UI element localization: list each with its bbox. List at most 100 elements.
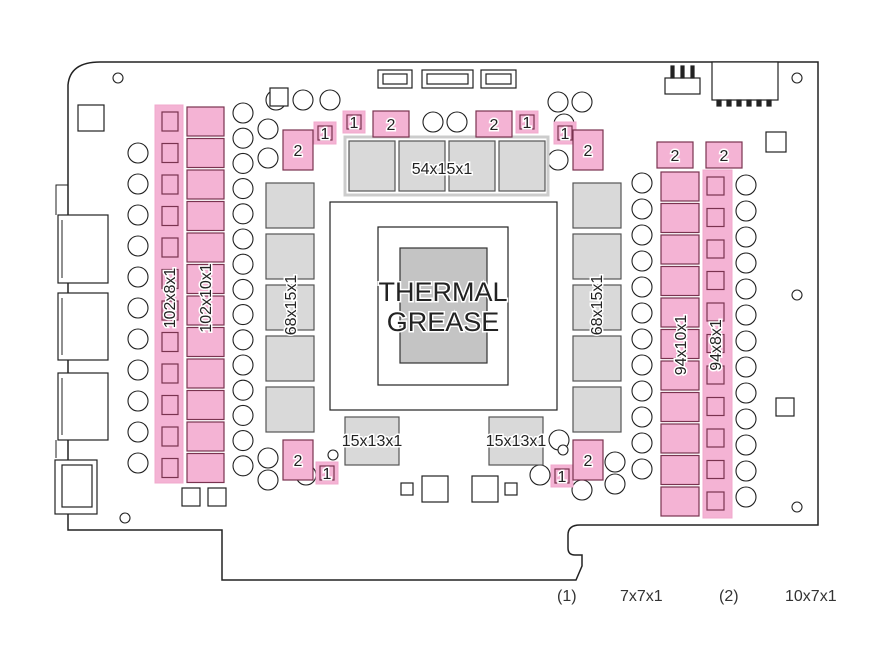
small-pad-label-1: 1 — [523, 115, 532, 132]
capacitor-circle — [232, 228, 254, 250]
component-square — [504, 482, 518, 496]
pad-8x-cell — [161, 268, 179, 290]
small-pad-label-2: 2 — [584, 453, 593, 470]
capacitor-circle — [257, 147, 279, 169]
hdmi-inner — [61, 464, 93, 508]
thermal-pad-54x15x1-segment — [348, 140, 396, 192]
capacitor-circle — [735, 460, 757, 482]
component-square — [269, 87, 289, 107]
pad-8x-cell — [161, 426, 179, 447]
thermal-pad-54x15x1-segment — [498, 140, 546, 192]
capacitor-circle — [604, 451, 626, 473]
pad-8x-cell — [706, 333, 725, 354]
pad-label-15x13x1-left: 15x13x1 — [342, 433, 403, 450]
thermal-pad-68x15x1-segment — [572, 233, 622, 280]
fan-header-inner — [485, 73, 512, 85]
small-pad-10x7x1 — [705, 141, 743, 169]
thermal-pad-15x13x1 — [344, 416, 400, 466]
capacitor-circle — [232, 354, 254, 376]
small-pad-label-2: 2 — [584, 143, 593, 160]
pad-8x-cell — [706, 176, 725, 196]
power-pin — [736, 99, 742, 107]
pad-10x-cell — [660, 234, 700, 265]
pad-8x-cell — [706, 270, 725, 291]
capacitor-circle — [232, 127, 254, 149]
component-square — [775, 397, 795, 417]
pad-label-15x13x1-right: 15x13x1 — [486, 433, 547, 450]
pad-8x-cell — [161, 142, 179, 164]
gpu-die-area: THERMAL GREASE — [329, 201, 558, 411]
rgb-pin — [690, 65, 695, 79]
capacitor-circle — [232, 455, 254, 477]
small-pad-7x7x1 — [554, 468, 570, 484]
fan-header-inner — [426, 73, 469, 85]
thermal-pad-68x15x1-segment — [572, 182, 622, 229]
thermal-pad-68x15x1-segment — [265, 233, 315, 280]
small-pad-10x7x1 — [282, 129, 314, 171]
thermal-pad-68x15x1-segment — [572, 284, 622, 331]
thermal-pad-15x13x1 — [488, 416, 544, 466]
component-square — [471, 475, 499, 503]
pad-8x-cell — [161, 457, 179, 479]
displayport-connector — [57, 214, 109, 284]
capacitor-circle — [735, 330, 757, 352]
capacitor-circle — [735, 200, 757, 222]
bracket-edge — [55, 184, 68, 458]
capacitor-circle — [735, 226, 757, 248]
pad-10x-cell — [660, 202, 700, 234]
small-pad-7x7x1 — [317, 125, 333, 141]
capacitor-circle — [631, 432, 653, 454]
thermal-pad-68x15x1-segment — [265, 335, 315, 382]
pad-10x-cell — [186, 106, 225, 137]
pad-10x-cell — [186, 326, 225, 358]
capacitor-circle — [127, 173, 149, 195]
capacitor-circle — [791, 289, 803, 301]
pad-8x-cell — [161, 205, 179, 227]
capacitor-circle — [127, 266, 149, 288]
capacitor-circle — [735, 434, 757, 456]
pad-label-54x15x1: 54x15x1 — [412, 161, 473, 178]
capacitor-circle — [232, 430, 254, 452]
thermal-grease-label-1: THERMAL — [378, 277, 507, 307]
displayport-connector — [57, 372, 109, 441]
capacitor-circle — [631, 172, 653, 194]
capacitor-circle — [232, 253, 254, 275]
pad-10x-cell — [186, 389, 225, 421]
pad-label-94x10x1: 94x10x1 — [673, 315, 690, 376]
small-pad-7x7x1 — [319, 465, 335, 481]
pad-10x-cell — [660, 391, 700, 423]
pad-10x-cell — [186, 358, 225, 389]
capacitor-circle — [571, 479, 593, 501]
capacitor-circle — [112, 72, 124, 84]
thermal-pad-54x15x1-segment — [448, 140, 496, 192]
capacitor-circle — [529, 464, 551, 486]
capacitor-circle — [232, 102, 254, 124]
capacitor-circle — [232, 304, 254, 326]
component-square — [765, 131, 787, 153]
pad-10x-cell — [186, 232, 225, 263]
small-pad-7x7x1 — [346, 114, 362, 130]
small-pad-label-2: 2 — [294, 453, 303, 470]
gpu-die — [399, 247, 488, 364]
pad-10x-cell — [660, 360, 700, 391]
capacitor-circle — [547, 91, 569, 113]
pad-8x-cell — [706, 365, 725, 385]
component-square — [421, 475, 449, 503]
capacitor-circle — [127, 421, 149, 443]
pad-8x-cell — [161, 331, 179, 353]
capacitor-circle — [292, 89, 314, 111]
pad-8x-cell — [706, 491, 725, 511]
small-pad-7x7x1 — [519, 114, 535, 130]
small-pad-label-1: 1 — [350, 115, 359, 132]
capacitor-circle — [127, 235, 149, 257]
pad-10x-cell — [186, 295, 225, 326]
capacitor-circle — [735, 174, 757, 196]
capacitor-circle — [571, 91, 593, 113]
capacitor-circle — [791, 501, 803, 513]
capacitor-circle — [631, 250, 653, 272]
capacitor-circle — [232, 379, 254, 401]
pad-8x-cell — [706, 302, 725, 322]
thermal-grease-label-2: GREASE — [387, 307, 500, 337]
